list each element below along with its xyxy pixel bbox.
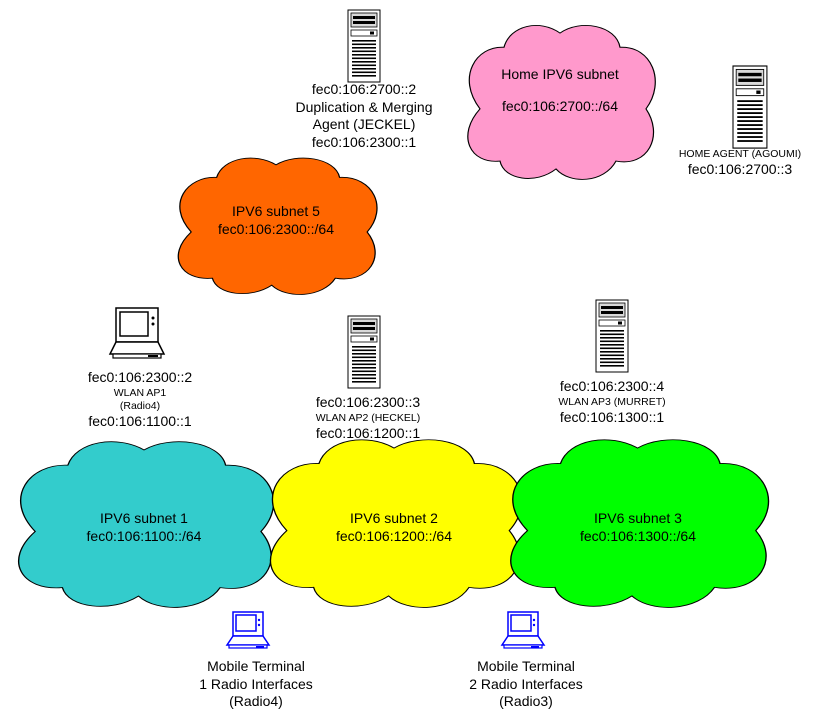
ap2-addr-top: fec0:106:2300::3 (315, 394, 421, 410)
home-agent-label: HOME AGENT (AGOUMI) fec0:106:2700::3 (660, 148, 820, 179)
ap1-name-line1: WLAN AP1 (113, 386, 167, 399)
mobile-terminal-1-label: Mobile Terminal 1 Radio Interfaces (Radi… (176, 658, 336, 711)
ap1-addr-bottom: fec0:106:1100::1 (88, 412, 192, 429)
server-icon (347, 9, 381, 83)
home-agent-addr: fec0:106:2700::3 (687, 161, 793, 178)
ap3-name: WLAN AP3 (MURRET) (558, 395, 666, 408)
mt1-line1: Mobile Terminal (207, 658, 305, 674)
home-subnet-name: Home IPV6 subnet (501, 66, 619, 82)
subnet1-label: IPV6 subnet 1 fec0:106:1100::/64 (54, 510, 234, 545)
dma-label: fec0:106:2700::2 Duplication & Merging A… (274, 81, 454, 151)
subnet1-prefix: fec0:106:1100::/64 (86, 527, 202, 544)
ap3-label: fec0:106:2300::4 WLAN AP3 (MURRET) fec0:… (532, 378, 692, 426)
subnet5-label: IPV6 subnet 5 fec0:106:2300::/64 (186, 203, 366, 238)
subnet5-name: IPV6 subnet 5 (232, 203, 320, 219)
mt2-line3: (Radio3) (499, 693, 553, 709)
subnet3-prefix: fec0:106:1300::/64 (580, 527, 696, 544)
ap1-name-line2: (Radio4) (119, 399, 161, 412)
subnet3-label: IPV6 subnet 3 fec0:106:1300::/64 (548, 510, 728, 545)
ap2-name: WLAN AP2 (HECKEL) (315, 411, 421, 424)
dma-addr-bottom: fec0:106:2300::1 (311, 133, 417, 150)
mobile-terminal-1-laptop-icon (226, 611, 270, 649)
subnet2-name: IPV6 subnet 2 (350, 510, 438, 526)
ap2-label: fec0:106:2300::3 WLAN AP2 (HECKEL) fec0:… (288, 394, 448, 442)
subnet1-name: IPV6 subnet 1 (100, 510, 188, 526)
dma-name-line2: Agent (JECKEL) (312, 116, 416, 132)
home-subnet-label: Home IPV6 subnet fec0:106:2700::/64 (480, 66, 640, 115)
mt1-line3: (Radio4) (229, 693, 283, 709)
ap3-addr-bottom: fec0:106:1300::1 (559, 408, 665, 425)
ap1-addr-top: fec0:106:2300::2 (87, 369, 193, 385)
mobile-terminal-2-laptop-icon (501, 611, 545, 649)
subnet5-prefix: fec0:106:2300::/64 (218, 220, 334, 237)
subnet2-prefix: fec0:106:1200::/64 (336, 527, 452, 544)
subnet2-label: IPV6 subnet 2 fec0:106:1200::/64 (304, 510, 484, 545)
home-agent-name: HOME AGENT (AGOUMI) (678, 148, 802, 160)
dma-name-line1: Duplication & Merging (295, 98, 433, 115)
server-icon (732, 65, 768, 149)
ap2-addr-bottom: fec0:106:1200::1 (315, 424, 421, 441)
mobile-terminal-2-label: Mobile Terminal 2 Radio Interfaces (Radi… (446, 658, 606, 711)
mt2-line2: 2 Radio Interfaces (469, 675, 583, 692)
ap1-label: fec0:106:2300::2 WLAN AP1 (Radio4) fec0:… (60, 369, 220, 430)
mt1-line2: 1 Radio Interfaces (199, 675, 313, 692)
server-icon (595, 299, 629, 373)
home-subnet-prefix: fec0:106:2700::/64 (502, 97, 618, 114)
subnet3-name: IPV6 subnet 3 (594, 510, 682, 526)
mt2-line1: Mobile Terminal (477, 658, 575, 674)
laptop-icon (109, 307, 165, 359)
dma-addr-top: fec0:106:2700::2 (311, 81, 417, 97)
ap3-addr-top: fec0:106:2300::4 (559, 378, 665, 394)
server-icon (347, 315, 381, 389)
